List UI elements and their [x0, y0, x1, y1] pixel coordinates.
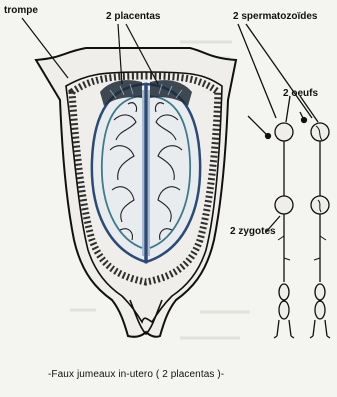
zygote-1	[275, 196, 293, 214]
label-oeufs: 2 oeufs	[283, 88, 318, 99]
label-trompe: trompe	[4, 5, 38, 16]
label-placentas: 2 placentas	[106, 11, 160, 22]
sperm-pointer-line-2	[246, 24, 312, 118]
mini-embryo-2	[310, 284, 330, 338]
fertilization-chains	[238, 24, 330, 338]
mini-embryo-1	[274, 284, 294, 338]
oeuf-1	[275, 123, 293, 141]
label-spermatozoides: 2 spermatozoïdes	[233, 11, 317, 22]
sperm-pointer-line-1	[238, 24, 276, 118]
figure-caption: -Faux jumeaux in-utero ( 2 placentas )-	[48, 369, 224, 380]
label-zygotes: 2 zygotes	[230, 226, 276, 237]
